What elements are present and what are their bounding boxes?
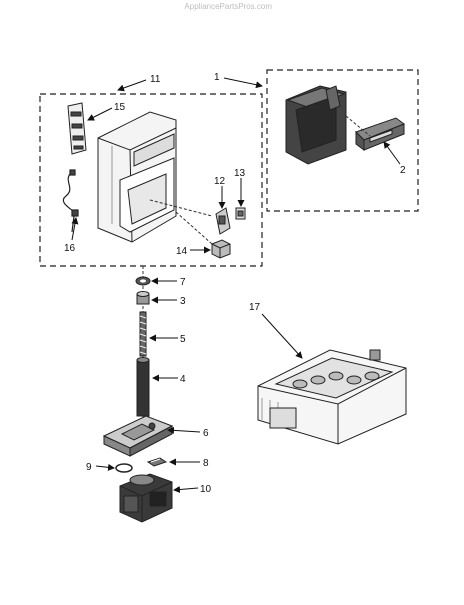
part-14-relay <box>211 239 231 259</box>
part-7-washer-hole <box>140 279 146 283</box>
part-15-panel <box>67 102 87 155</box>
callout-7: 7 <box>180 277 186 288</box>
part-16-wire-harness <box>62 169 79 233</box>
assembly-1-box <box>266 69 419 212</box>
callout-14: 14 <box>176 246 188 257</box>
part-17-icemaker <box>257 349 407 445</box>
callout-6: 6 <box>203 428 209 439</box>
watermark: AppliancePartsPros.com <box>184 2 272 11</box>
callout-3: 3 <box>180 296 186 307</box>
callout-9: 9 <box>86 462 92 473</box>
connector-line-14 <box>175 211 213 245</box>
part-6-bracket <box>102 415 174 457</box>
callout-12: 12 <box>214 176 226 187</box>
callout-5: 5 <box>180 334 186 345</box>
part-13-connector <box>235 207 246 220</box>
part-2-bin-handle <box>355 117 406 151</box>
part-8-gasket <box>146 457 168 467</box>
assembly-11-box <box>39 93 263 267</box>
part-9-ring <box>115 463 133 473</box>
callout-8: 8 <box>203 458 209 469</box>
part-12-switch <box>215 207 231 235</box>
leader-lines <box>71 77 401 493</box>
part-1-ice-bin <box>285 85 347 165</box>
connector-line-12 <box>149 199 213 217</box>
callout-10: 10 <box>200 484 212 495</box>
callout-2: 2 <box>400 165 406 176</box>
callout-11: 11 <box>150 74 161 85</box>
callout-1: 1 <box>214 72 220 83</box>
callout-17: 17 <box>249 302 261 313</box>
part-10-motor <box>119 473 173 523</box>
part-3-bushing <box>136 291 150 305</box>
part-5-spring <box>139 311 147 357</box>
callout-15: 15 <box>114 102 126 113</box>
part-4-shaft <box>136 357 150 417</box>
connector-line-2 <box>345 115 371 137</box>
part-11-housing <box>97 111 177 243</box>
callouts: 11 1 15 2 12 13 14 16 7 3 5 4 6 8 9 10 1… <box>64 72 406 495</box>
callout-4: 4 <box>180 374 186 385</box>
callout-16: 16 <box>64 243 76 254</box>
callout-13: 13 <box>234 168 246 179</box>
